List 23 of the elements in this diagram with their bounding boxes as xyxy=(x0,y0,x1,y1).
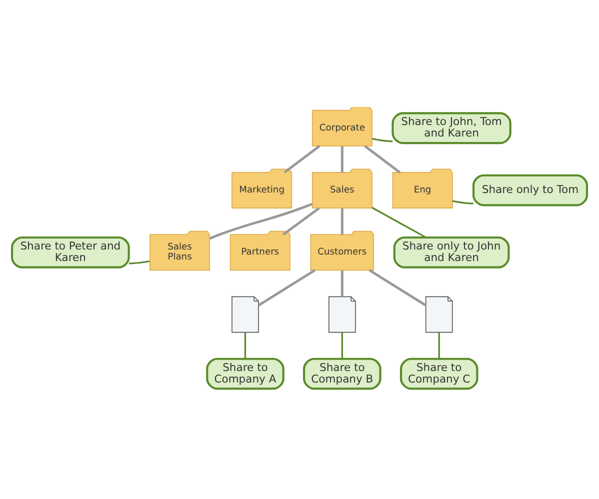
connector xyxy=(340,270,344,297)
connector xyxy=(284,144,320,174)
connector xyxy=(364,144,401,174)
connector xyxy=(452,200,474,204)
connector xyxy=(368,269,426,306)
node-box: Share to Company A xyxy=(206,358,284,390)
connector xyxy=(258,269,316,306)
connector xyxy=(340,146,344,172)
node-box: Share to Company C xyxy=(400,358,478,390)
connector xyxy=(340,208,344,235)
connector xyxy=(372,206,426,238)
connector xyxy=(244,332,246,359)
connector xyxy=(128,260,150,264)
node-box: Share to Company B xyxy=(303,358,382,390)
node-box: Share only to Tom xyxy=(472,174,588,206)
connector xyxy=(282,207,320,236)
connector xyxy=(209,202,313,240)
node-box: Share to Peter and Karen xyxy=(10,236,130,268)
node-box: Share to John, Tom and Karen xyxy=(392,112,512,144)
connector xyxy=(341,332,343,359)
connector xyxy=(438,332,440,359)
node-box: Share only to John and Karen xyxy=(393,236,510,268)
connector xyxy=(372,138,393,142)
